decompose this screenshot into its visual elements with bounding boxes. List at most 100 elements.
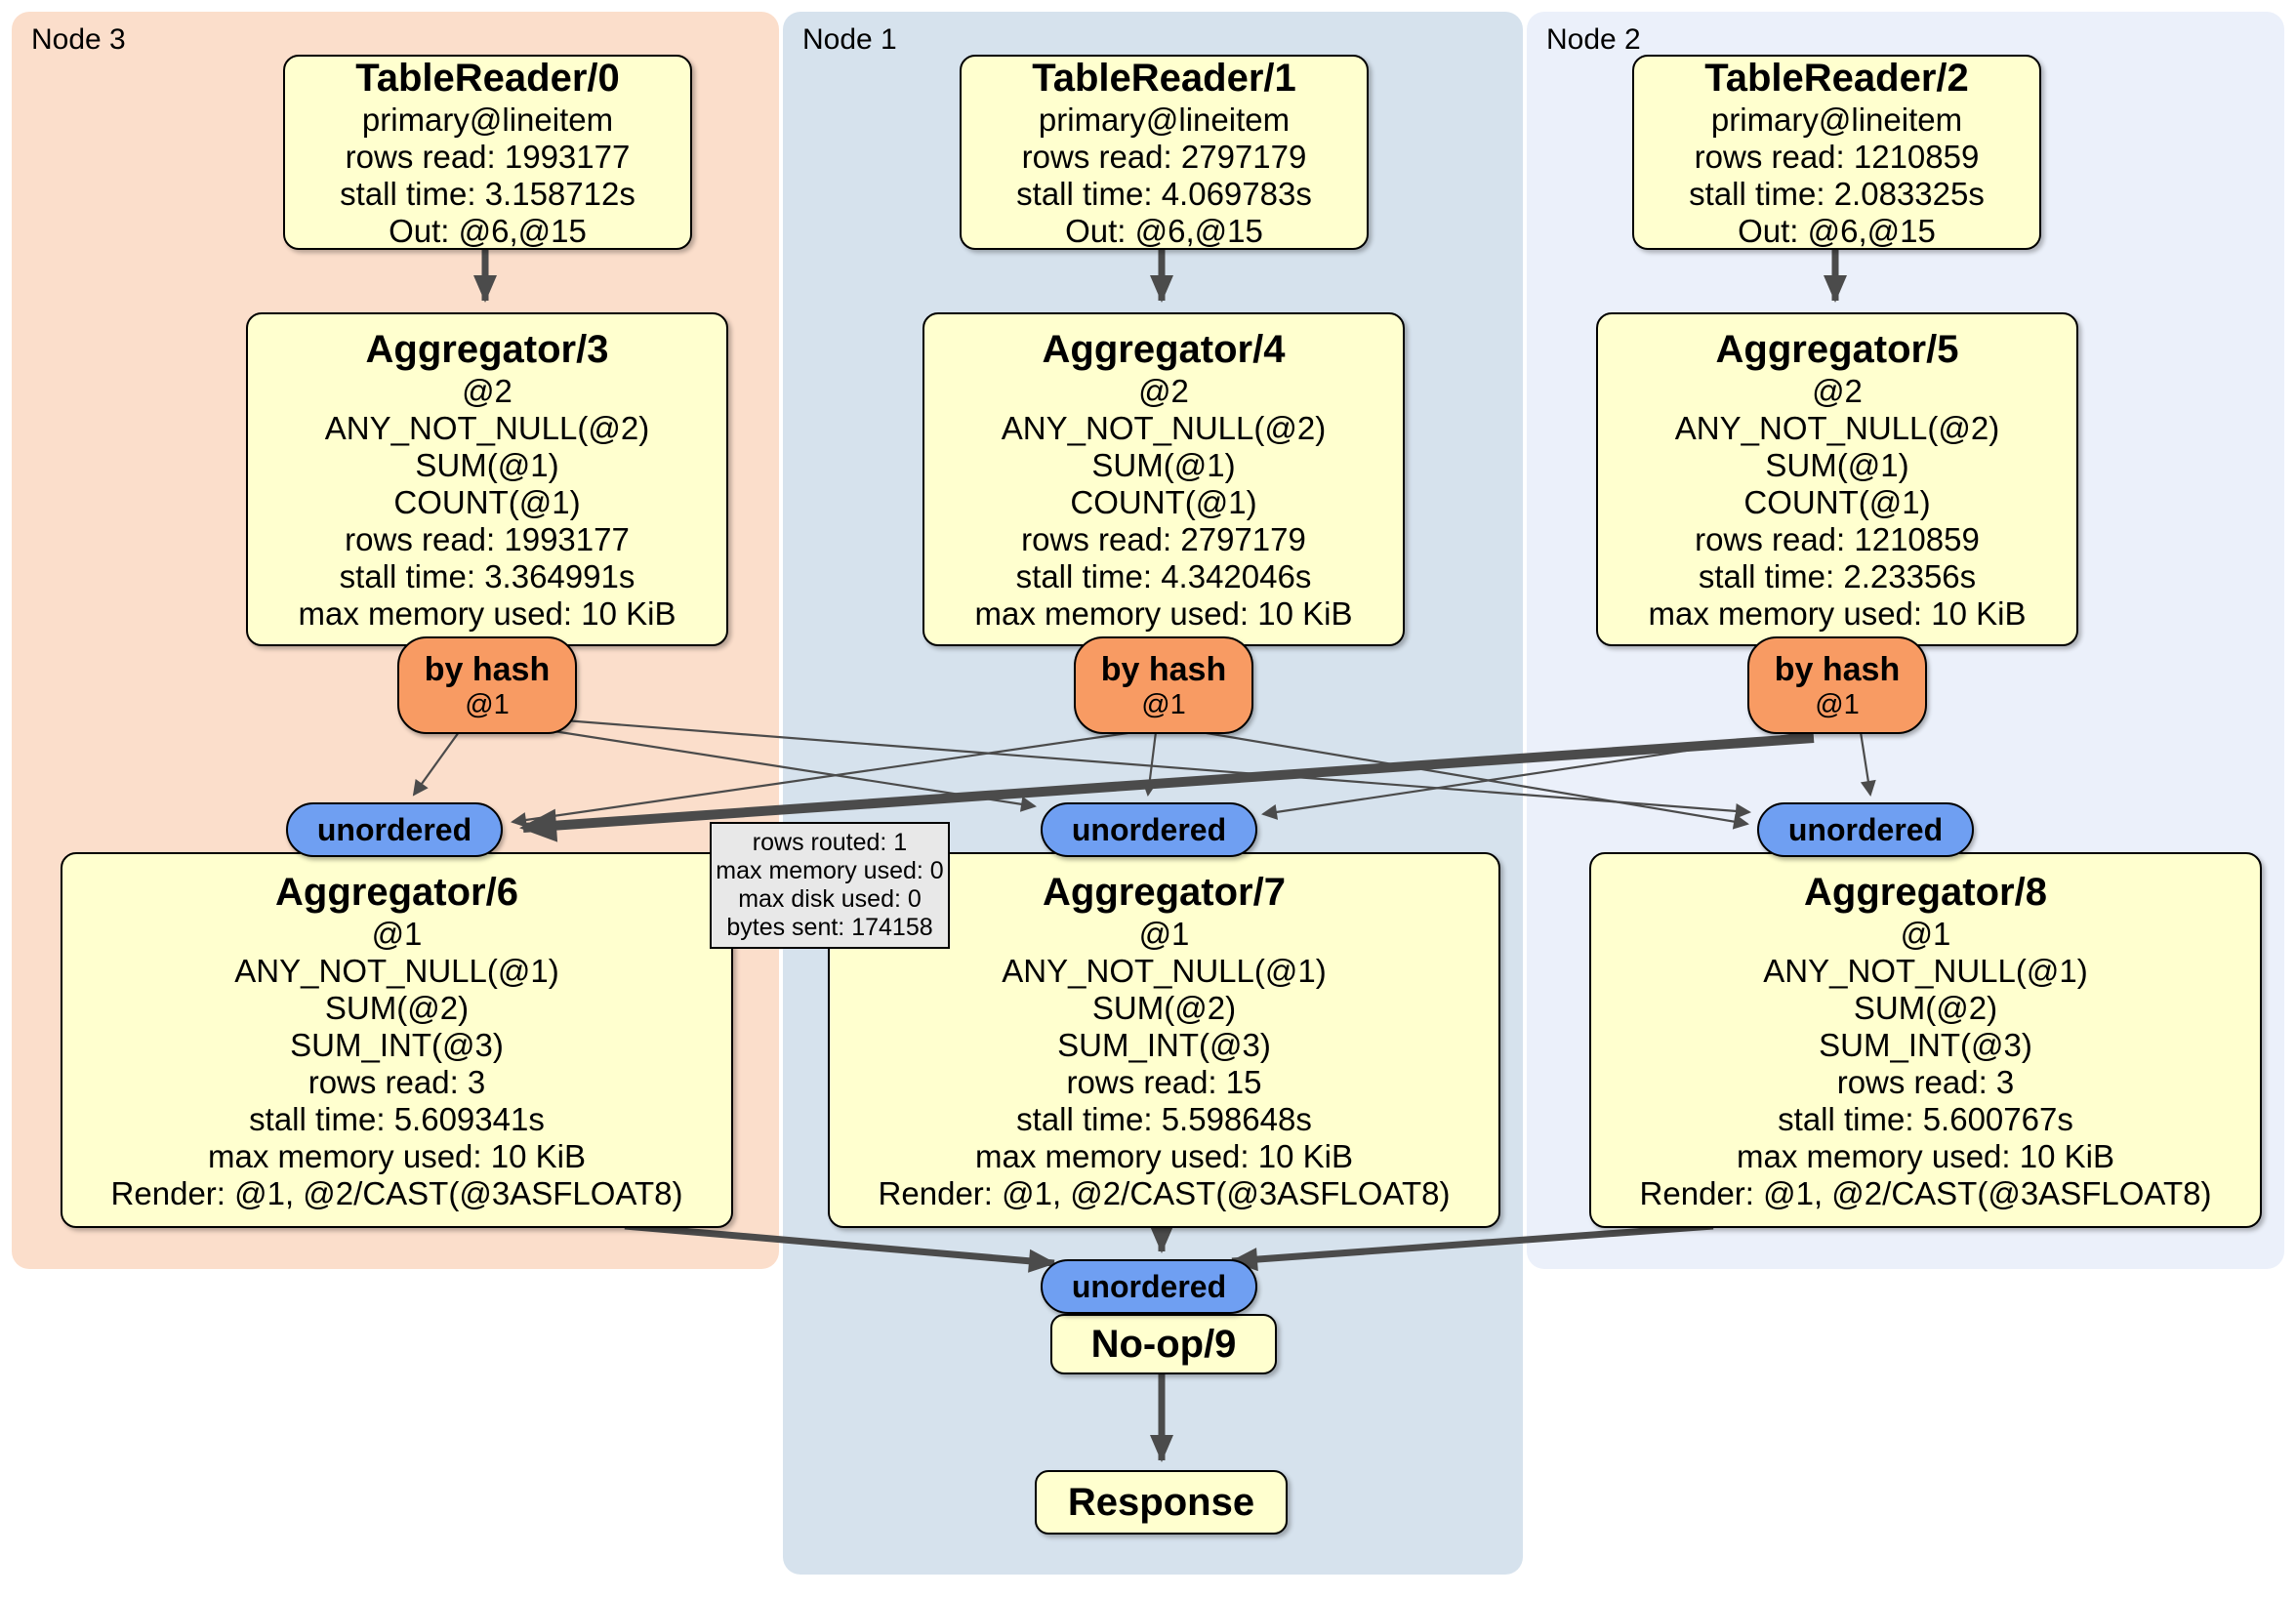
router-label: by hash [1774,651,1901,688]
processor-detail: rows read: 2797179 [1021,139,1307,175]
processor-title: TableReader/0 [355,57,620,100]
processor-title: Aggregator/6 [275,870,518,914]
processor-detail: ANY_NOT_NULL(@1) [1002,952,1327,989]
processor-detail: stall time: 4.069783s [1016,176,1312,212]
edge-byhash1-unordered2 [1188,728,1749,830]
processor-detail: primary@lineitem [1710,102,1963,138]
processor-detail: ANY_NOT_NULL(@2) [324,410,650,446]
by-hash-router-node3[interactable]: by hash @1 [397,636,577,734]
processor-detail: rows read: 2797179 [1021,521,1306,557]
processor-detail: stall time: 5.609341s [249,1100,545,1137]
processor-title: Aggregator/5 [1715,328,1959,371]
aggregator-8[interactable]: Aggregator/8 @1 ANY_NOT_NULL(@1) SUM(@2)… [1589,852,2262,1228]
by-hash-router-node1[interactable]: by hash @1 [1074,636,1253,734]
tooltip-line: max disk used: 0 [738,885,922,913]
node3-label: Node 3 [31,23,126,56]
unordered-sync-final[interactable]: unordered [1041,1259,1257,1314]
processor-detail: ANY_NOT_NULL(@1) [1763,952,2088,989]
processor-detail: primary@lineitem [1038,102,1291,138]
processor-detail: stall time: 3.158712s [340,176,636,212]
processor-detail: rows read: 15 [1066,1063,1262,1100]
processor-detail: max memory used: 10 KiB [974,595,1353,632]
edge-aggregator8-final-unordered [1230,1222,1714,1272]
processor-detail: stall time: 5.598648s [1016,1100,1312,1137]
processor-detail: SUM(@2) [1853,989,1998,1026]
processor-detail: @2 [1138,373,1189,409]
processor-detail: stall time: 3.364991s [339,558,636,594]
unordered-sync-node1[interactable]: unordered [1041,802,1257,857]
processor-detail: SUM(@1) [1091,447,1236,483]
processor-detail: primary@lineitem [361,102,614,138]
sync-label: unordered [1071,812,1227,847]
aggregator-3[interactable]: Aggregator/3 @2 ANY_NOT_NULL(@2) SUM(@1)… [246,312,728,646]
sync-label: unordered [316,812,472,847]
processor-detail: Render: @1, @2/CAST(@3ASFLOAT8) [110,1174,683,1211]
processor-title: Response [1067,1481,1255,1524]
processor-detail: max memory used: 10 KiB [975,1137,1353,1174]
edge-stats-tooltip: rows routed: 1 max memory used: 0 max di… [710,822,950,949]
processor-detail: @1 [1138,915,1190,952]
processor-detail: SUM_INT(@3) [1057,1026,1271,1063]
processor-detail: max memory used: 10 KiB [1737,1137,2114,1174]
processor-detail: COUNT(@1) [1070,484,1257,520]
processor-detail: ANY_NOT_NULL(@2) [1674,410,2000,446]
edge-byhash3-unordered3 [412,731,460,797]
processor-detail: @1 [371,915,423,952]
processor-title: Aggregator/3 [365,328,609,371]
processor-title: Aggregator/8 [1804,870,2047,914]
processor-detail: stall time: 5.600767s [1778,1100,2073,1137]
router-label: by hash [1100,651,1227,688]
tooltip-line: bytes sent: 174158 [726,914,933,941]
processor-detail: ANY_NOT_NULL(@1) [234,952,559,989]
router-stream: @1 [1815,689,1860,720]
processor-detail: rows read: 1993177 [345,521,630,557]
processor-detail: rows read: 1210859 [1694,139,1980,175]
unordered-sync-node3[interactable]: unordered [286,802,503,857]
processor-detail: COUNT(@1) [393,484,581,520]
processor-title: Aggregator/7 [1043,870,1286,914]
processor-detail: @2 [462,373,512,409]
edge-byhash2-unordered3-hot[interactable] [519,733,1815,842]
tooltip-line: rows routed: 1 [752,829,908,856]
edge-byhash2-unordered2 [1859,731,1876,797]
edge-byhash3-unordered2 [512,715,1751,819]
by-hash-router-node2[interactable]: by hash @1 [1747,636,1927,734]
sync-label: unordered [1787,812,1944,847]
processor-detail: SUM(@2) [324,989,470,1026]
processor-title: TableReader/1 [1032,57,1296,100]
processor-detail: SUM(@1) [415,447,559,483]
unordered-sync-node2[interactable]: unordered [1757,802,1974,857]
processor-detail: SUM(@2) [1091,989,1237,1026]
processor-detail: stall time: 2.23356s [1698,558,1977,594]
node1-label: Node 1 [802,23,897,56]
aggregator-4[interactable]: Aggregator/4 @2 ANY_NOT_NULL(@2) SUM(@1)… [922,312,1405,646]
processor-detail: max memory used: 10 KiB [208,1137,586,1174]
edge-byhash1-unordered3 [511,730,1135,828]
processor-detail: @1 [1900,915,1951,952]
processor-detail: Out: @6,@15 [389,213,587,249]
processor-detail: max memory used: 10 KiB [1648,595,2027,632]
tooltip-line: max memory used: 0 [716,857,944,884]
processor-detail: stall time: 4.342046s [1015,558,1312,594]
table-reader-2[interactable]: TableReader/2 primary@lineitem rows read… [1632,55,2041,250]
response[interactable]: Response [1035,1470,1288,1535]
processor-detail: Render: @1, @2/CAST(@3ASFLOAT8) [878,1174,1451,1211]
noop-9[interactable]: No-op/9 [1050,1314,1277,1374]
processor-title: TableReader/2 [1704,57,1969,100]
processor-detail: Out: @6,@15 [1065,213,1263,249]
processor-detail: SUM_INT(@3) [290,1026,504,1063]
processor-title: Aggregator/4 [1042,328,1286,371]
table-reader-1[interactable]: TableReader/1 primary@lineitem rows read… [960,55,1369,250]
table-reader-0[interactable]: TableReader/0 primary@lineitem rows read… [283,55,692,250]
aggregator-5[interactable]: Aggregator/5 @2 ANY_NOT_NULL(@2) SUM(@1)… [1596,312,2078,646]
router-stream: @1 [465,689,510,720]
processor-detail: Render: @1, @2/CAST(@3ASFLOAT8) [1639,1174,2212,1211]
processor-detail: stall time: 2.083325s [1689,176,1985,212]
processor-detail: max memory used: 10 KiB [298,595,676,632]
processor-detail: @2 [1812,373,1863,409]
processor-detail: COUNT(@1) [1743,484,1931,520]
aggregator-6[interactable]: Aggregator/6 @1 ANY_NOT_NULL(@1) SUM(@2)… [61,852,733,1228]
processor-detail: ANY_NOT_NULL(@2) [1001,410,1327,446]
